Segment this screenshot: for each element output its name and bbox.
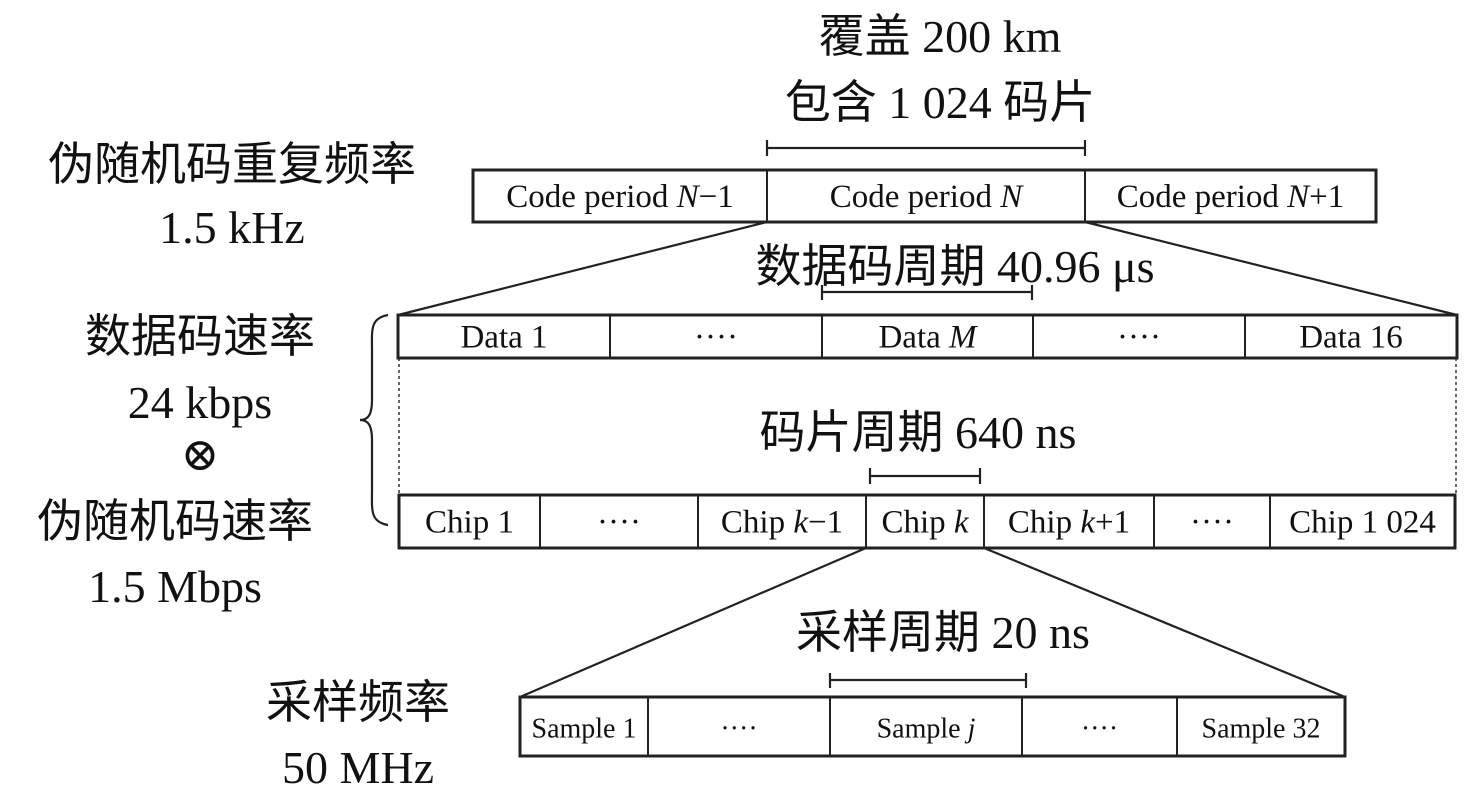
sample-row-frame [518,695,1347,758]
chip-row-cell: Chip 1 024 [1289,505,1436,541]
chip-row-cell: ···· [1190,505,1234,541]
data-row-cell: Data 1 [460,320,547,356]
cell-text: −1 [699,179,734,215]
cell-text: Sample 1 [532,714,637,745]
data-rate-label: 数据码速率 [85,311,315,362]
cell-text: Chip 1 024 [1289,505,1436,541]
sample-row-cell: Sample j [877,714,976,745]
sample-row: Sample 1 ···· Sample j ···· Sample 32 [518,695,1347,758]
sample-row-cell: Sample 1 [532,714,637,745]
zoom-line [397,220,768,317]
cell-text: Code period [506,179,676,215]
sample-rate-label: 采样频率 [266,677,450,728]
chip-count-label: 包含 1 024 码片 [785,77,1096,128]
cell-text: j [965,714,976,745]
pn-rate-value: 1.5 Mbps [88,561,262,612]
cell-text: Code period [1117,179,1287,215]
chip-row-cell: Chip k [881,505,969,541]
chip-row-cell: Chip k+1 [1008,505,1130,541]
coverage-label: 覆盖 200 km [819,11,1062,62]
cell-text: Data 1 [460,320,547,356]
data-row-cell: ···· [694,320,738,356]
code-repeat-rate-label: 伪随机码重复频率 [48,139,416,190]
cell-text: ···· [1117,320,1161,356]
sample-period-label: 采样周期 20 ns [796,607,1090,658]
cell-text: k [1080,505,1096,541]
code-period-row-cell: Code period N−1 [506,179,734,215]
data-row-cell: Data M [878,320,978,356]
chip-period-bracket [868,468,982,484]
pn-rate-label: 伪随机码速率 [37,496,313,547]
cell-text: ···· [597,505,641,541]
sample-period-bracket [828,673,1028,688]
chip-row-cell: Chip k−1 [721,505,843,541]
code-period-bracket [765,140,1087,156]
cell-text: Chip [721,505,793,541]
data-row-cell: Data 16 [1299,320,1403,356]
cell-text: Sample [877,714,968,745]
cell-text: −1 [808,505,843,541]
data-row-cell: ···· [1117,320,1161,356]
cell-text: ···· [720,714,757,745]
sample-row-cell: ···· [720,714,757,745]
code-period-row-cell: Code period N [830,179,1024,215]
cell-text: Sample 32 [1202,714,1321,745]
cell-text: ···· [694,320,738,356]
cell-text: M [948,320,978,356]
cell-text: ···· [1190,505,1234,541]
code-period-row-frame [471,168,1378,224]
zoom-line [1084,220,1458,317]
cell-text: Code period [830,179,1000,215]
cell-text: Data [878,320,949,356]
curly-brace [359,313,389,527]
zoom-line [983,546,1346,699]
code-period-row-cell: Code period N+1 [1117,179,1345,215]
chip-row-cell: ···· [597,505,641,541]
cell-text: Chip [881,505,953,541]
cell-text: ···· [1081,714,1118,745]
chip-row-frame [397,493,1457,550]
code-repeat-rate-value: 1.5 kHz [159,202,305,253]
cell-text: Chip [1008,505,1080,541]
cell-text: Chip 1 [425,505,514,541]
sample-row-cell: ···· [1081,714,1118,745]
zoom-line [519,546,867,699]
cell-text: +1 [1309,179,1344,215]
cell-text: N [999,179,1024,215]
chip-period-label: 码片周期 640 ns [760,407,1077,458]
data-row: Data 1 ···· Data M ···· Data 16 [396,313,1459,360]
cell-text: k [793,505,809,541]
data-period-bracket [820,285,1034,300]
sample-rate-value: 50 MHz [282,742,434,793]
data-period-label: 数据码周期 40.96 μs [755,241,1154,292]
cell-text: +1 [1095,505,1130,541]
cell-text: N [1286,179,1311,215]
sample-row-cell: Sample 32 [1202,714,1321,745]
cell-text: Data 16 [1299,320,1403,356]
otimes-symbol: ⊗ [181,429,220,480]
cell-text: N [676,179,701,215]
data-rate-value: 24 kbps [128,377,272,428]
data-row-frame [396,313,1459,360]
chip-row-cell: Chip 1 [425,505,514,541]
cell-text: k [954,505,970,541]
